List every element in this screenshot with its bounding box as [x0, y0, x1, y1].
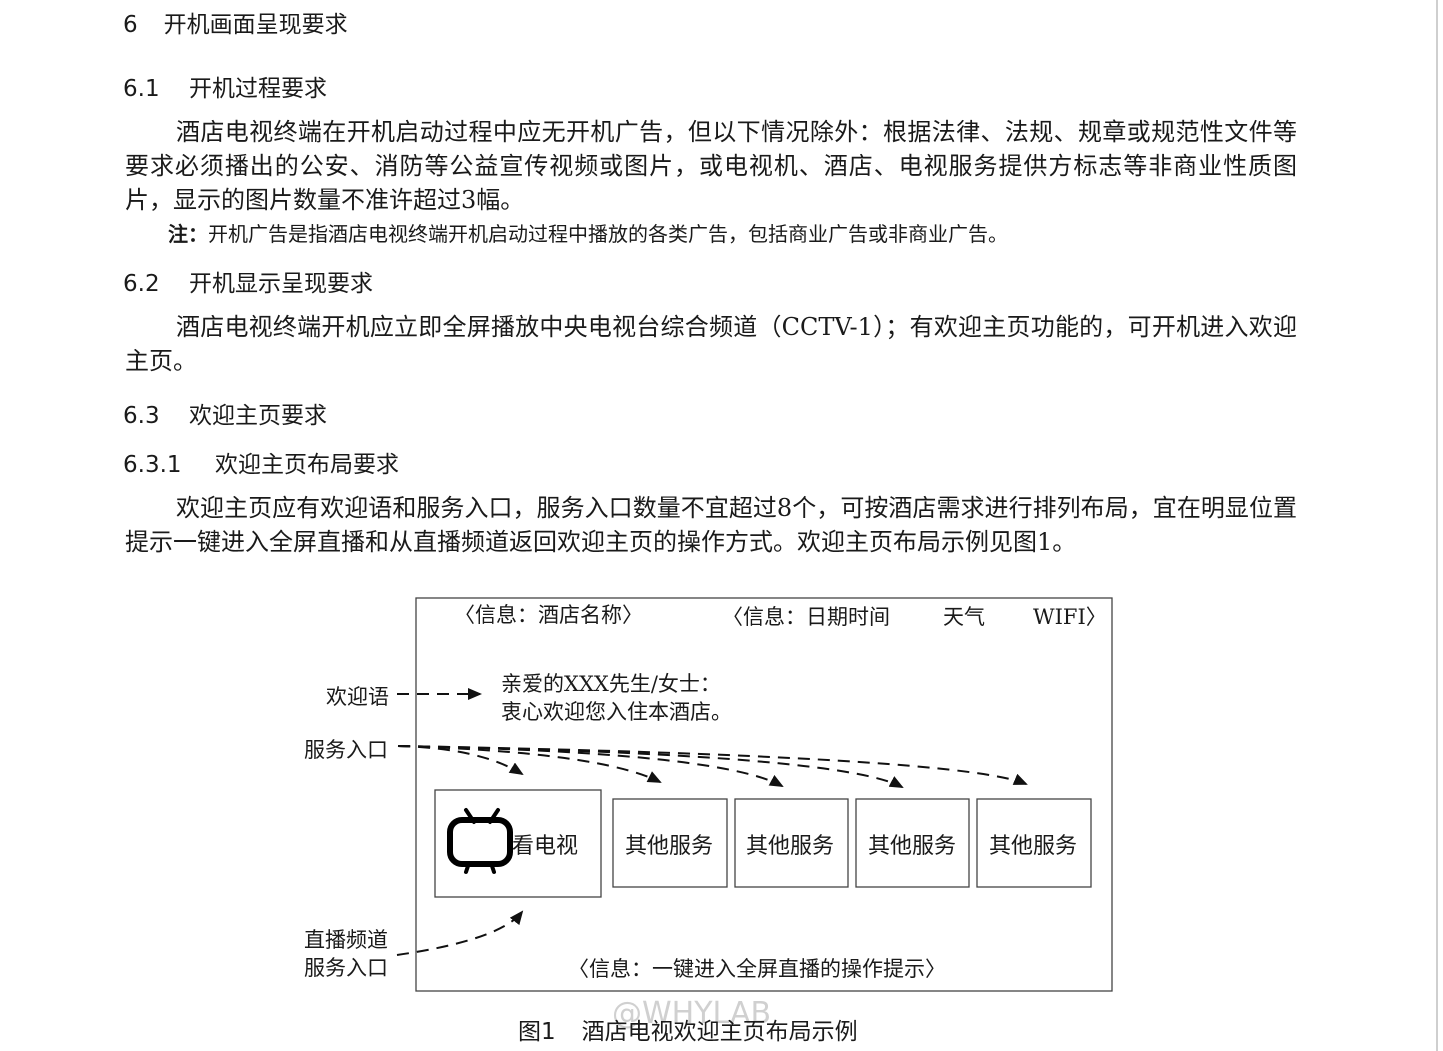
caption-title: 酒店电视欢迎主页布局示例	[581, 1019, 858, 1045]
service-label-1: 其他服务	[625, 834, 714, 859]
callout-service-entry: 服务入口	[304, 738, 388, 762]
info-wifi: WIFI〉	[1033, 605, 1107, 629]
section-6-3-heading: 6.3 欢迎主页要求	[123, 396, 327, 430]
callout-live-channel-line-2: 服务入口	[304, 956, 388, 980]
service-label-3: 其他服务	[868, 834, 957, 859]
section-title: 开机显示呈现要求	[189, 271, 373, 297]
paragraph-6-1: 酒店电视终端在开机启动过程中应无开机广告，但以下情况除外：根据法律、法规、规章或…	[125, 118, 1297, 214]
section-title: 开机画面呈现要求	[163, 12, 348, 38]
note-text: 开机广告是指酒店电视终端开机启动过程中播放的各类广告，包括商业广告或非商业广告。	[208, 222, 1008, 246]
paragraph-6-2: 酒店电视终端开机应立即全屏播放中央电视台综合频道（CCTV-1）；有欢迎主页功能…	[125, 313, 1297, 375]
info-datetime: 〈信息：日期时间	[722, 605, 890, 629]
section-number: 6	[123, 12, 138, 38]
service-label-4: 其他服务	[989, 834, 1078, 859]
figure-caption: 图1 酒店电视欢迎主页布局示例	[518, 1012, 858, 1046]
callout-greeting: 欢迎语	[326, 685, 389, 709]
live-channel-arrow	[396, 910, 524, 956]
section-6-1-heading: 6.1 开机过程要求	[123, 69, 327, 103]
section-title: 欢迎主页布局要求	[215, 452, 399, 478]
note-6-1: 注：开机广告是指酒店电视终端开机启动过程中播放的各类广告，包括商业广告或非商业广…	[168, 218, 1008, 247]
section-6-heading: 6 开机画面呈现要求	[123, 5, 348, 39]
watermark: @WHYLAB	[612, 996, 772, 1031]
info-hotel-name: 〈信息：酒店名称〉	[454, 603, 643, 627]
screen-frame	[415, 597, 1113, 992]
section-title: 欢迎主页要求	[189, 403, 327, 429]
service-arrows	[397, 745, 1028, 788]
paragraph-6-3-1: 欢迎主页应有欢迎语和服务入口，服务入口数量不宜超过8个，可按酒店需求进行排列布局…	[125, 494, 1297, 556]
note-label: 注：	[168, 222, 208, 246]
section-6-3-1-heading: 6.3.1 欢迎主页布局要求	[123, 445, 399, 479]
caption-number: 图1	[518, 1019, 556, 1045]
bottom-hint: 〈信息：一键进入全屏直播的操作提示〉	[568, 957, 946, 981]
page-edge-divider	[1436, 0, 1438, 1051]
section-title: 开机过程要求	[189, 76, 327, 102]
section-number: 6.3.1	[123, 452, 182, 478]
service-label-2: 其他服务	[746, 834, 835, 859]
callout-live-channel-line-1: 直播频道	[304, 928, 388, 952]
section-number: 6.1	[123, 76, 160, 102]
watch-tv-label: 看电视	[512, 834, 579, 859]
info-weather: 天气	[943, 605, 985, 629]
greeting-line-2: 衷心欢迎您入住本酒店。	[501, 700, 732, 724]
tv-icon	[447, 808, 513, 874]
section-6-2-heading: 6.2 开机显示呈现要求	[123, 264, 373, 298]
greeting-line-1: 亲爱的XXX先生/女士：	[501, 672, 721, 696]
section-number: 6.3	[123, 403, 160, 429]
section-number: 6.2	[123, 271, 160, 297]
